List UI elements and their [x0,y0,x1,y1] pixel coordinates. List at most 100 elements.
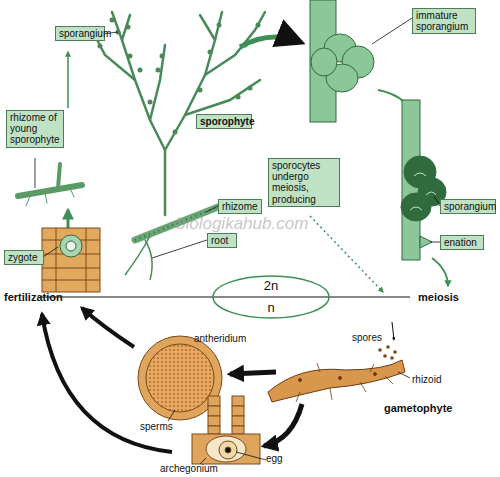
zygote-drawing [66,241,76,251]
oval-outline [213,276,329,318]
label-box: sporangium [55,26,105,41]
node-text: 2n [264,279,278,294]
archegonium-drawing [192,434,260,464]
label-box: enation [440,235,484,250]
label-box: sporophyte [196,114,252,129]
archegonium-drawing [232,396,244,406]
watermark: biologikahub.com [176,214,308,234]
stage-label: gametophyte [384,402,452,414]
zygote-drawing [42,228,100,292]
meiosis-dotted-arrow [310,216,383,292]
stage-label: antheridium [194,333,246,344]
leader-lines [103,32,118,34]
sporangia-dots [236,95,241,100]
sporophyte-plant [92,12,265,215]
sporophyte-plant [165,12,222,150]
sporangia-dots [128,54,133,59]
rhizome-drawing [145,240,152,280]
label-box: root [207,233,237,248]
sporophyte-plant [122,15,130,40]
sporophyte-plant [205,12,265,75]
leader-lines [152,240,207,258]
gametophyte-drawing [299,379,302,382]
sporangia-dots [138,68,143,73]
archegonium-drawing [192,396,260,464]
label-box: rhizome of young sporophyte [6,110,64,148]
leader-lines [35,18,440,464]
node-text: enation [444,237,480,248]
leader-lines [206,206,218,212]
label-box: immature sporangium [412,8,476,34]
node-text: rhizome of young sporophyte [10,112,60,146]
stage-label: fertilization [4,291,63,303]
label-box: zygote [4,250,44,265]
antheridium-drawing [138,336,222,420]
spore-dots [386,345,390,349]
sporophyte-plant [112,12,165,215]
stage-label: meiosis [418,291,459,303]
stage-label: spores [352,332,382,343]
sporangia-dots [198,88,203,93]
gametophyte-drawing [339,377,342,380]
archegonium-drawing [232,416,244,426]
archegonium-drawing [208,396,220,406]
leader-lines [168,410,175,421]
zygote-drawing [42,228,100,292]
stage-label: rhizoid [412,374,441,385]
antheridium-drawing [138,336,222,420]
young-sporophyte-drawing [26,188,74,206]
zygote-drawing [42,228,100,292]
sporangia-dots [126,25,131,30]
sporangia-dots [217,23,222,28]
leader-lines [372,18,412,44]
node-text: n [267,301,274,316]
archegonium-drawing [232,406,244,416]
gametangium-arrow [264,404,302,446]
spore-dots [378,345,397,360]
ploidy-oval: 2n n [212,275,330,319]
antheridium-drawing [146,344,214,412]
young-sporophyte-drawing [58,164,60,188]
node-text: immature sporangium [416,10,472,32]
sporangia-dots [98,44,103,49]
archegonium-drawing [225,447,231,453]
node-text: rhizome [222,201,258,212]
node-text: sporangium [59,28,101,39]
gametophyte-drawing [268,360,405,402]
leader-lines [35,158,36,188]
stage-arrow [67,210,70,228]
node-text: sporophyte [200,116,248,127]
mature-sporangium-drawing [410,173,436,210]
label-box: sporocytes undergo meiosis, producing [268,158,340,207]
stage-label: sperms [140,421,173,432]
label-box: sporangium [440,199,496,214]
leader-lines [43,247,58,257]
gametophyte-drawing [296,363,393,402]
immature-sporangium-drawing [310,0,374,122]
sporophyte-plant [150,45,165,120]
sporophyte-plant [200,15,215,40]
gametophyte-drawing [374,373,377,376]
sporangia-dots [256,23,261,28]
archegonium-drawing [208,426,220,434]
node-text: sporocytes undergo meiosis, producing [272,160,336,205]
stage-arrow [432,258,448,286]
sporangia-dots [208,50,213,55]
node-text: zygote [8,252,40,263]
sporangia-dots [148,100,153,105]
immature-sporangium-drawing [311,48,337,76]
stage-arrow [67,52,69,108]
gametangium-arrow [230,372,276,374]
stage-label: archegonium [160,463,218,474]
zygote-drawing [60,235,82,257]
spore-arrow [392,322,394,340]
leader-lines [398,372,410,378]
sporangia-dots [173,130,178,135]
archegonium-drawing [219,441,237,459]
ploidy-divider [40,296,410,297]
sporangia-dots [93,18,261,135]
young-sporophyte-drawing [18,164,82,206]
node-text: sporangium [444,201,492,212]
archegonium-drawing [206,436,246,462]
